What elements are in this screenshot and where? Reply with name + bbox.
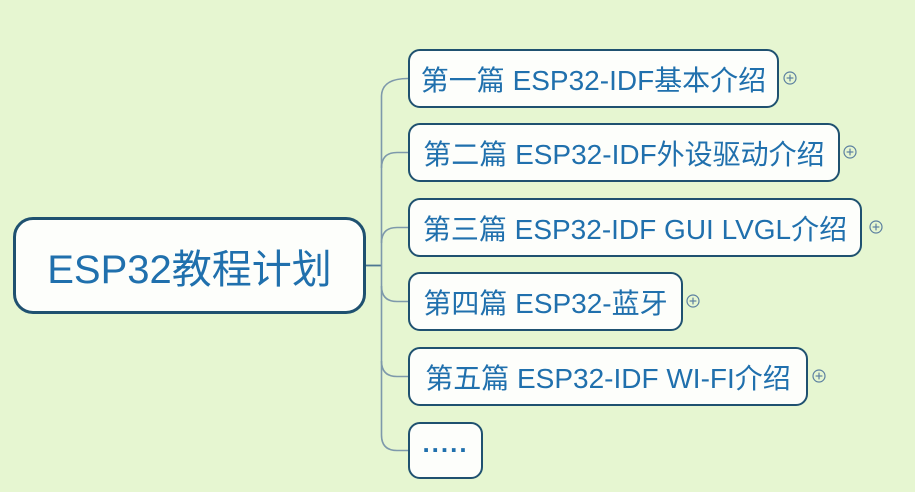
topic-label: 第一篇 ESP32-IDF基本介绍 — [420, 64, 767, 96]
topic-node-4[interactable]: 第四篇 ESP32-蓝牙 — [408, 272, 683, 331]
expand-plus-icon[interactable] — [812, 369, 826, 383]
topic-node-2[interactable]: 第二篇 ESP32-IDF外设驱动介绍 — [408, 123, 840, 182]
expand-plus-icon[interactable] — [843, 145, 857, 159]
root-topic-label: ESP32教程计划 — [47, 247, 332, 292]
topic-label: 第二篇 ESP32-IDF外设驱动介绍 — [423, 138, 825, 170]
topic-node-3[interactable]: 第三篇 ESP32-IDF GUI LVGL介绍 — [408, 198, 862, 257]
topic-node-1[interactable]: 第一篇 ESP32-IDF基本介绍 — [408, 49, 779, 108]
branch-connector-line — [380, 285, 408, 303]
spine-connector-line — [380, 77, 409, 452]
topic-label: ..... — [422, 428, 469, 458]
root-topic-node[interactable]: ESP32教程计划 — [13, 217, 366, 314]
branch-connector-line — [380, 360, 408, 378]
expand-plus-icon[interactable] — [783, 71, 797, 85]
topic-label: 第四篇 ESP32-蓝牙 — [423, 287, 668, 319]
branch-connector-line — [380, 226, 408, 244]
topic-label: 第三篇 ESP32-IDF GUI LVGL介绍 — [422, 213, 848, 245]
expand-plus-icon[interactable] — [686, 294, 700, 308]
branch-connector-line — [380, 151, 408, 169]
topic-node-more[interactable]: ..... — [408, 422, 483, 479]
topic-label: 第五篇 ESP32-IDF WI-FI介绍 — [425, 362, 791, 394]
topic-node-5[interactable]: 第五篇 ESP32-IDF WI-FI介绍 — [408, 347, 808, 406]
expand-plus-icon[interactable] — [869, 220, 883, 234]
